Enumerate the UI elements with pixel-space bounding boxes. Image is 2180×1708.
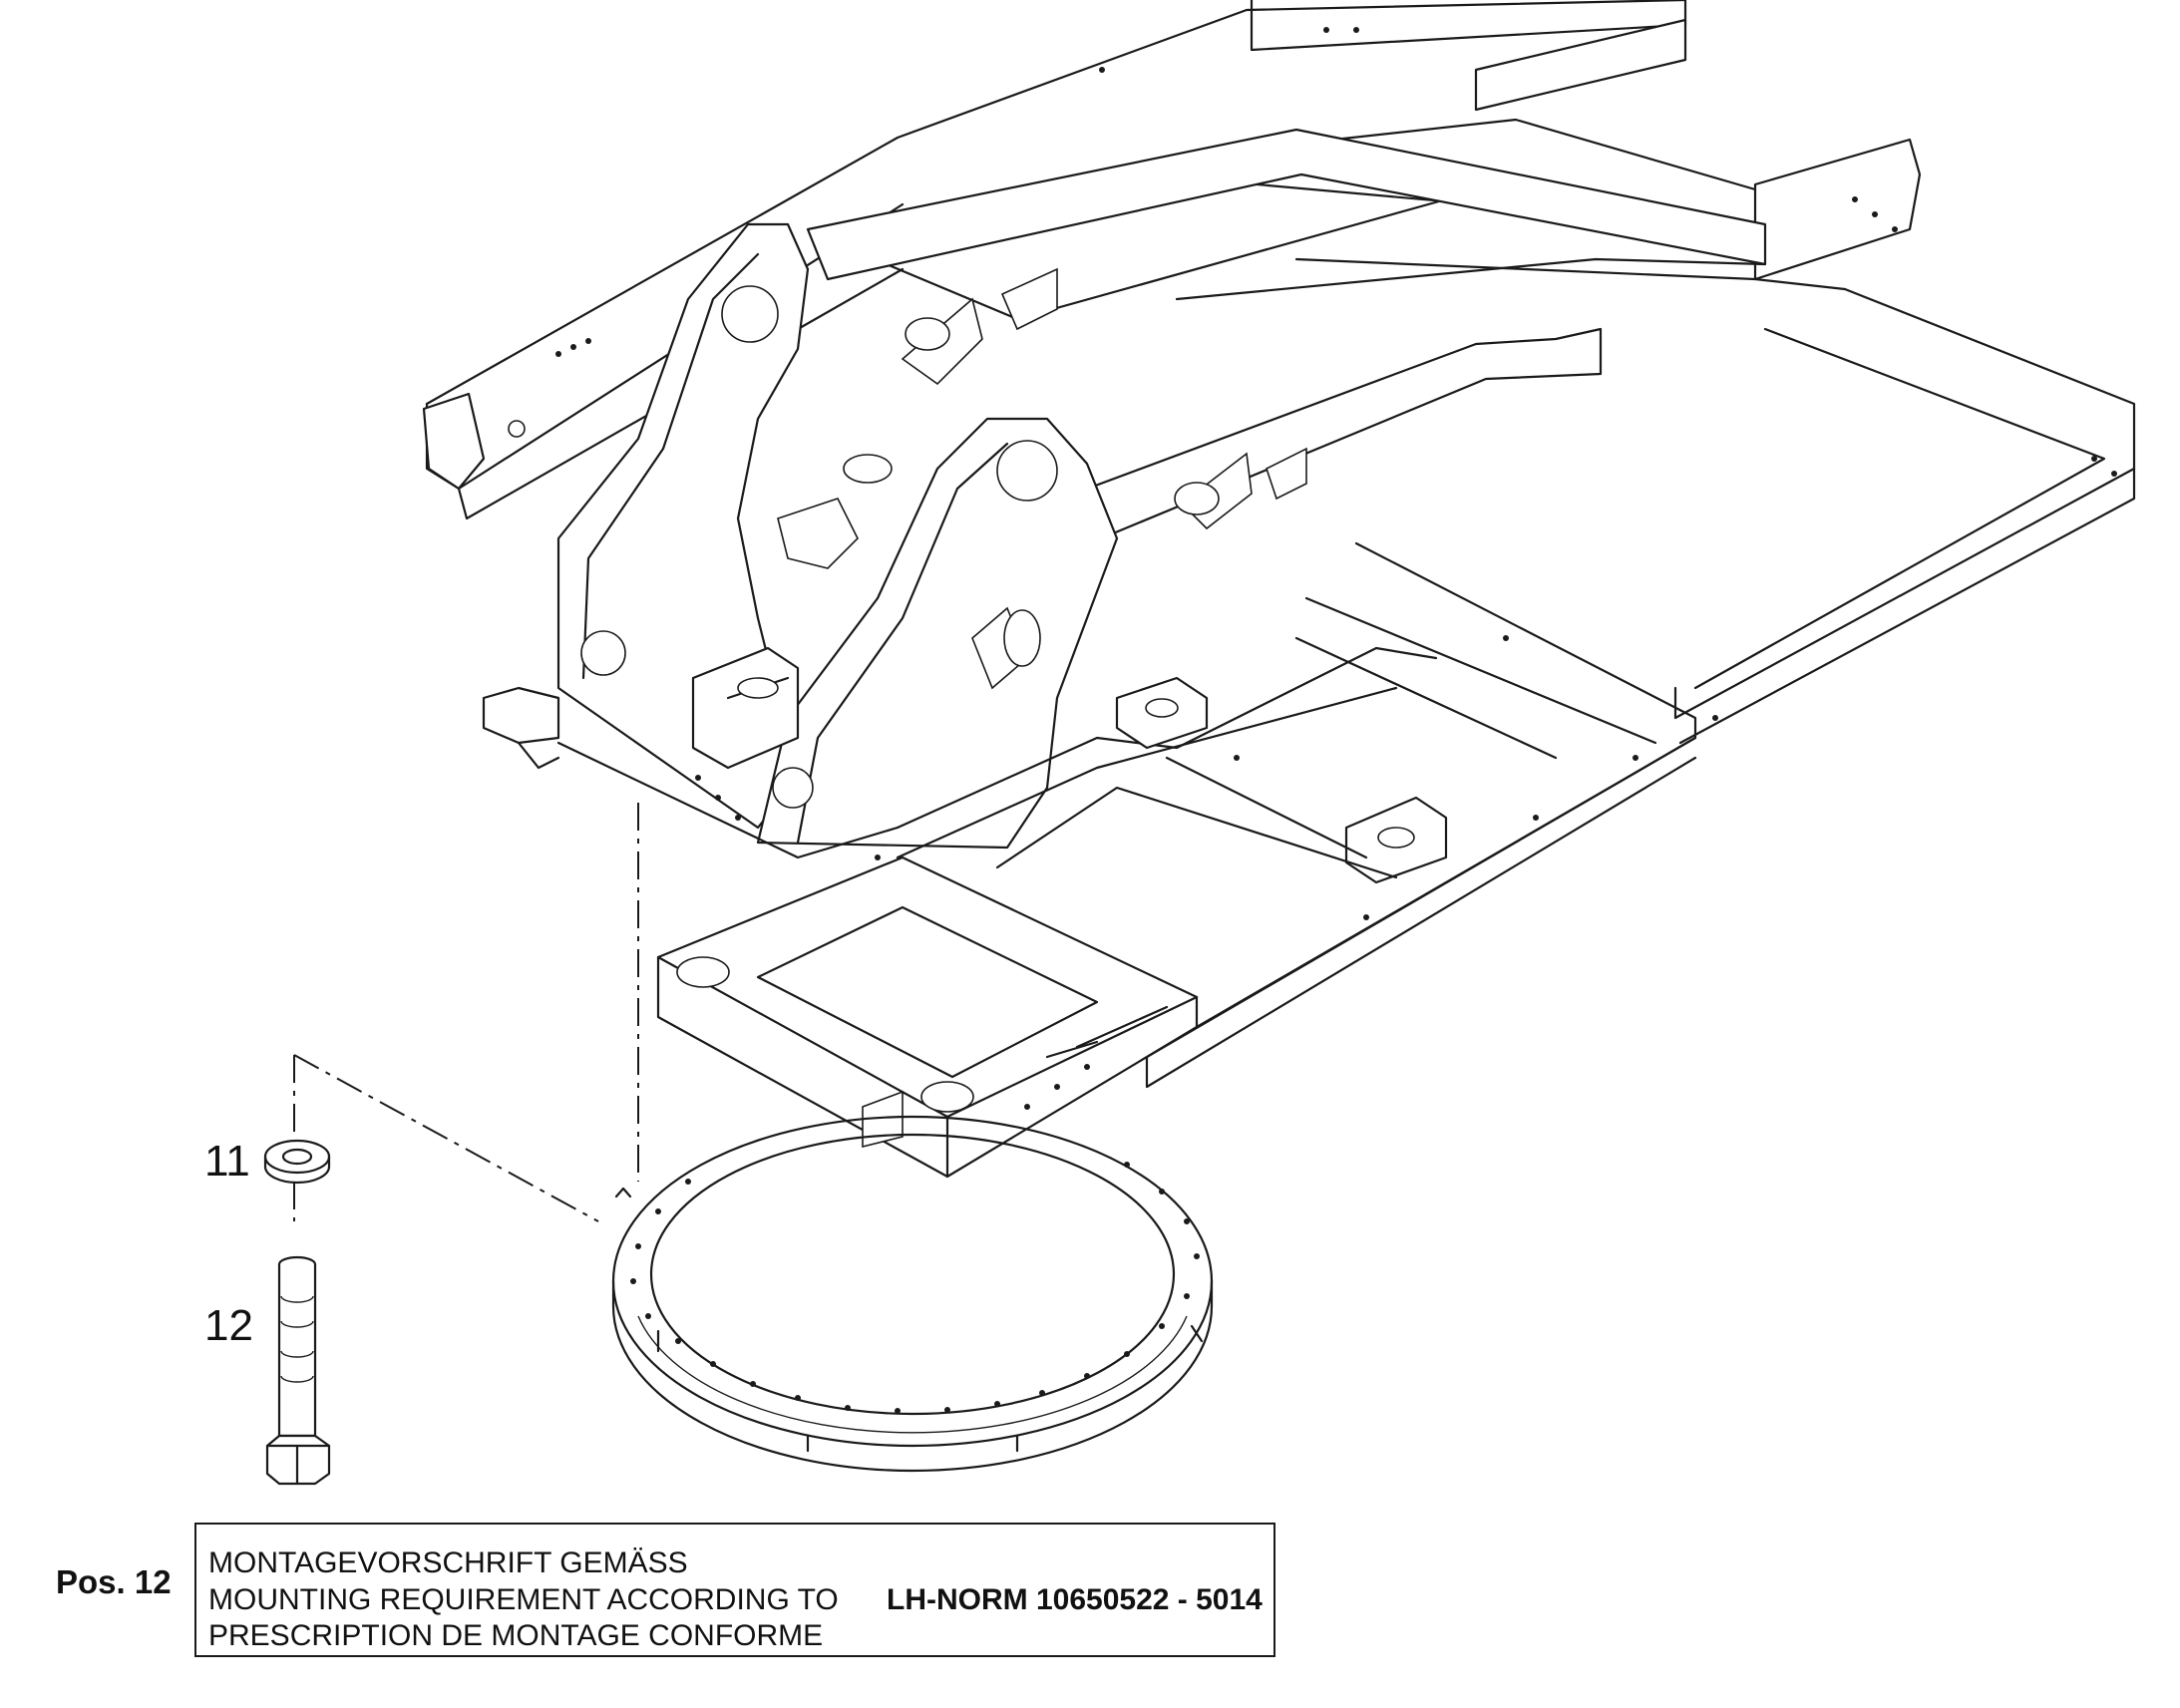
washer-icon [263,1139,331,1185]
note-line-english: MOUNTING REQUIREMENT ACCORDING TO [208,1583,839,1616]
callout-item-12: 12 [204,1301,253,1350]
upper-frame-drawing [422,0,2136,1179]
note-line-german: MONTAGEVORSCHRIFT GEMÄSS [208,1546,688,1579]
bolt-icon [265,1255,331,1486]
norm-reference: LH-NORM 10650522 - 5014 [887,1583,1263,1616]
note-line-french: PRESCRIPTION DE MONTAGE CONFORME [208,1619,824,1652]
position-label: Pos. 12 [56,1563,172,1600]
slewing-ring [611,1115,1214,1473]
callout-item-11: 11 [204,1137,250,1186]
mounting-note-box: MONTAGEVORSCHRIFT GEMÄSS MOUNTING REQUIR… [194,1523,1275,1657]
assembly-center-lines [293,803,639,1222]
